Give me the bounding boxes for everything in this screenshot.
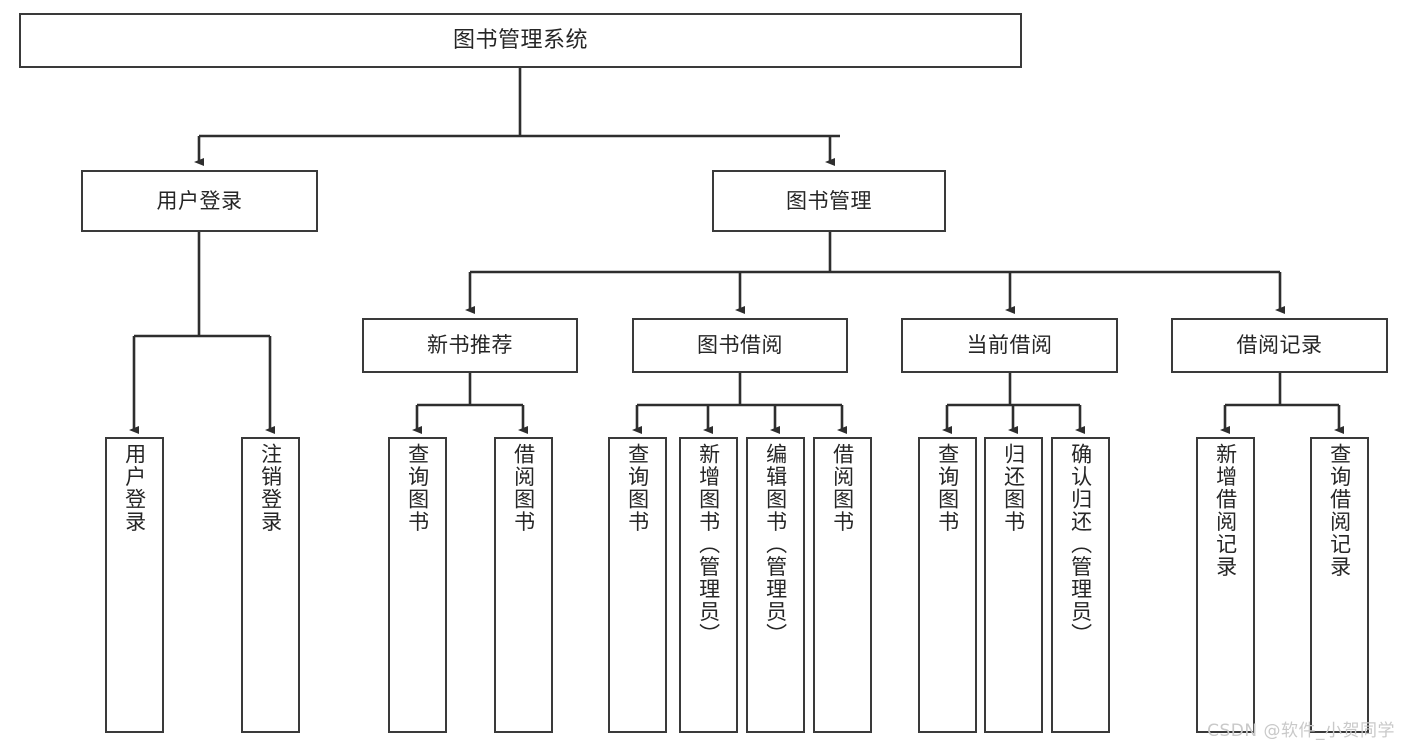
node-root[interactable]: 图书管理系统	[19, 13, 1022, 68]
leaf-current-borrow-3-label: 确认归还（管理员）	[1068, 443, 1093, 646]
leaf-current-borrow-2[interactable]: 归还图书	[984, 437, 1043, 733]
node-new-book-recommend-label: 新书推荐	[427, 333, 513, 358]
leaf-book-borrow-4-label: 借阅图书	[830, 443, 855, 533]
node-user-login-label: 用户登录	[156, 188, 243, 213]
node-book-management-label: 图书管理	[786, 188, 872, 213]
leaf-current-borrow-2-label: 归还图书	[1001, 443, 1026, 533]
leaf-book-borrow-1[interactable]: 查询图书	[608, 437, 667, 733]
leaf-book-borrow-2-label: 新增图书（管理员）	[696, 443, 721, 646]
leaf-new-book-1[interactable]: 查询图书	[388, 437, 447, 733]
leaf-borrow-record-1[interactable]: 新增借阅记录	[1196, 437, 1255, 733]
leaf-user-login-2[interactable]: 注销登录	[241, 437, 300, 733]
node-borrow-record[interactable]: 借阅记录	[1171, 318, 1388, 373]
node-book-borrow-label: 图书借阅	[697, 333, 783, 358]
leaf-current-borrow-1[interactable]: 查询图书	[918, 437, 977, 733]
node-book-borrow[interactable]: 图书借阅	[632, 318, 848, 373]
node-book-management[interactable]: 图书管理	[712, 170, 946, 232]
node-current-borrow[interactable]: 当前借阅	[901, 318, 1118, 373]
leaf-new-book-2-label: 借阅图书	[511, 443, 536, 533]
leaf-book-borrow-1-label: 查询图书	[625, 443, 650, 533]
leaf-current-borrow-3[interactable]: 确认归还（管理员）	[1051, 437, 1110, 733]
leaf-borrow-record-1-label: 新增借阅记录	[1213, 443, 1238, 578]
leaf-user-login-2-label: 注销登录	[258, 443, 283, 533]
leaf-user-login-1[interactable]: 用户登录	[105, 437, 164, 733]
node-user-login[interactable]: 用户登录	[81, 170, 318, 232]
leaf-book-borrow-3-label: 编辑图书（管理员）	[763, 443, 788, 646]
leaf-borrow-record-2-label: 查询借阅记录	[1327, 443, 1352, 578]
leaf-new-book-2[interactable]: 借阅图书	[494, 437, 553, 733]
leaf-borrow-record-2[interactable]: 查询借阅记录	[1310, 437, 1369, 733]
node-current-borrow-label: 当前借阅	[966, 333, 1053, 358]
node-root-label: 图书管理系统	[452, 27, 588, 53]
leaf-user-login-1-label: 用户登录	[122, 443, 147, 533]
leaf-new-book-1-label: 查询图书	[405, 443, 430, 533]
leaf-current-borrow-1-label: 查询图书	[935, 443, 960, 533]
leaf-book-borrow-4[interactable]: 借阅图书	[813, 437, 872, 733]
node-borrow-record-label: 借阅记录	[1236, 333, 1323, 358]
node-new-book-recommend[interactable]: 新书推荐	[362, 318, 578, 373]
leaf-book-borrow-2[interactable]: 新增图书（管理员）	[679, 437, 738, 733]
leaf-book-borrow-3[interactable]: 编辑图书（管理员）	[746, 437, 805, 733]
csdn-watermark: CSDN @软件_小贺同学	[1207, 721, 1395, 741]
